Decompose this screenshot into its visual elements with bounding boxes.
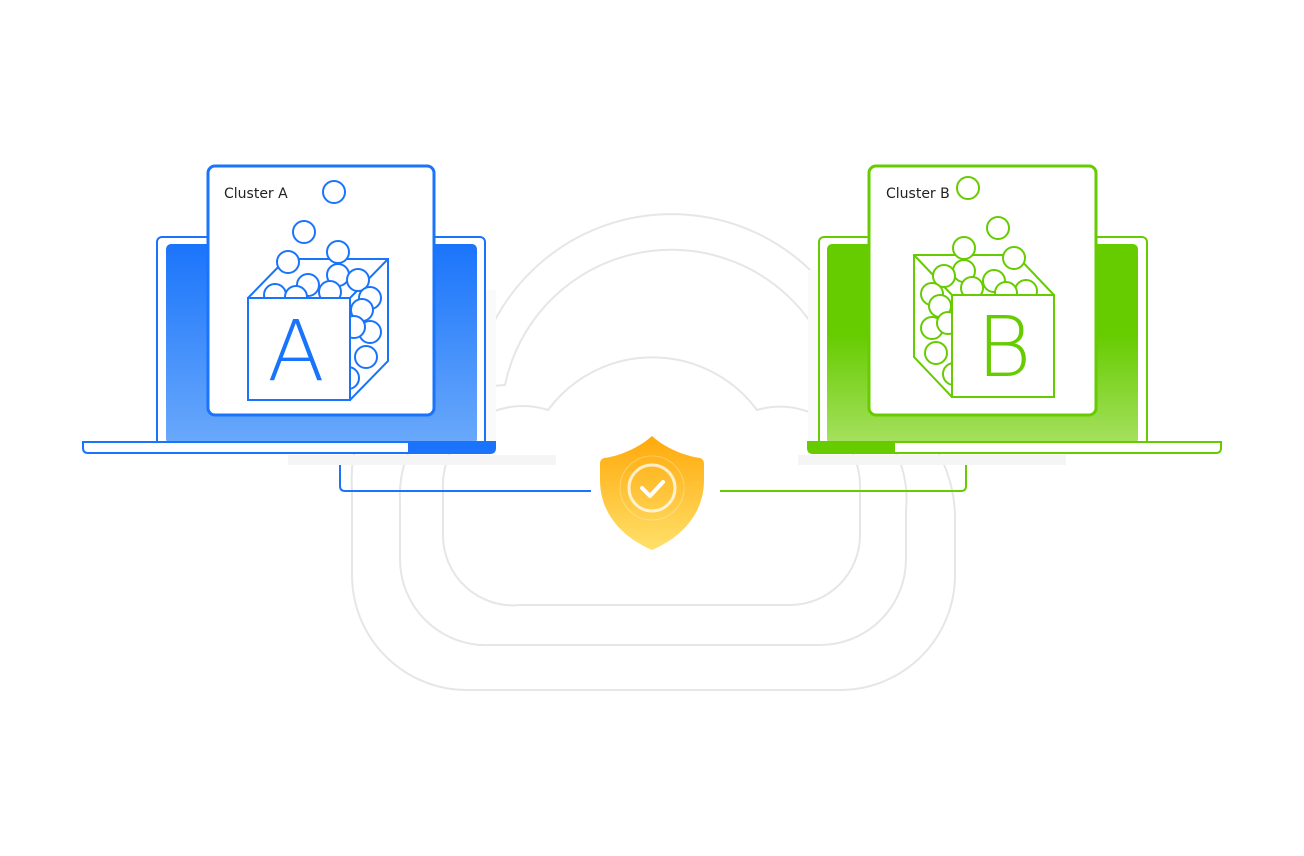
connector-line-b	[720, 465, 967, 492]
card-cluster-b: Cluster B B	[867, 164, 1098, 417]
cloud-background	[350, 213, 957, 692]
cluster-a-letter: A	[267, 302, 324, 400]
connector-line-a	[339, 465, 591, 492]
shield-check-icon	[600, 436, 704, 550]
cluster-a-label: Cluster A	[224, 186, 288, 202]
base-shadow	[798, 455, 1066, 465]
cloud-ring-middle	[398, 248, 908, 647]
screen-shadow	[808, 270, 820, 450]
cloud-ring-outer	[350, 213, 957, 692]
cube-b-icon	[913, 176, 1055, 398]
cloud-ring-inner	[441, 356, 862, 607]
cluster-b-label: Cluster B	[886, 186, 950, 202]
base-shadow	[288, 455, 556, 465]
card-cluster-a: Cluster A A	[206, 164, 436, 417]
cluster-b-letter: B	[976, 298, 1031, 396]
cube-a-icon	[247, 180, 389, 401]
